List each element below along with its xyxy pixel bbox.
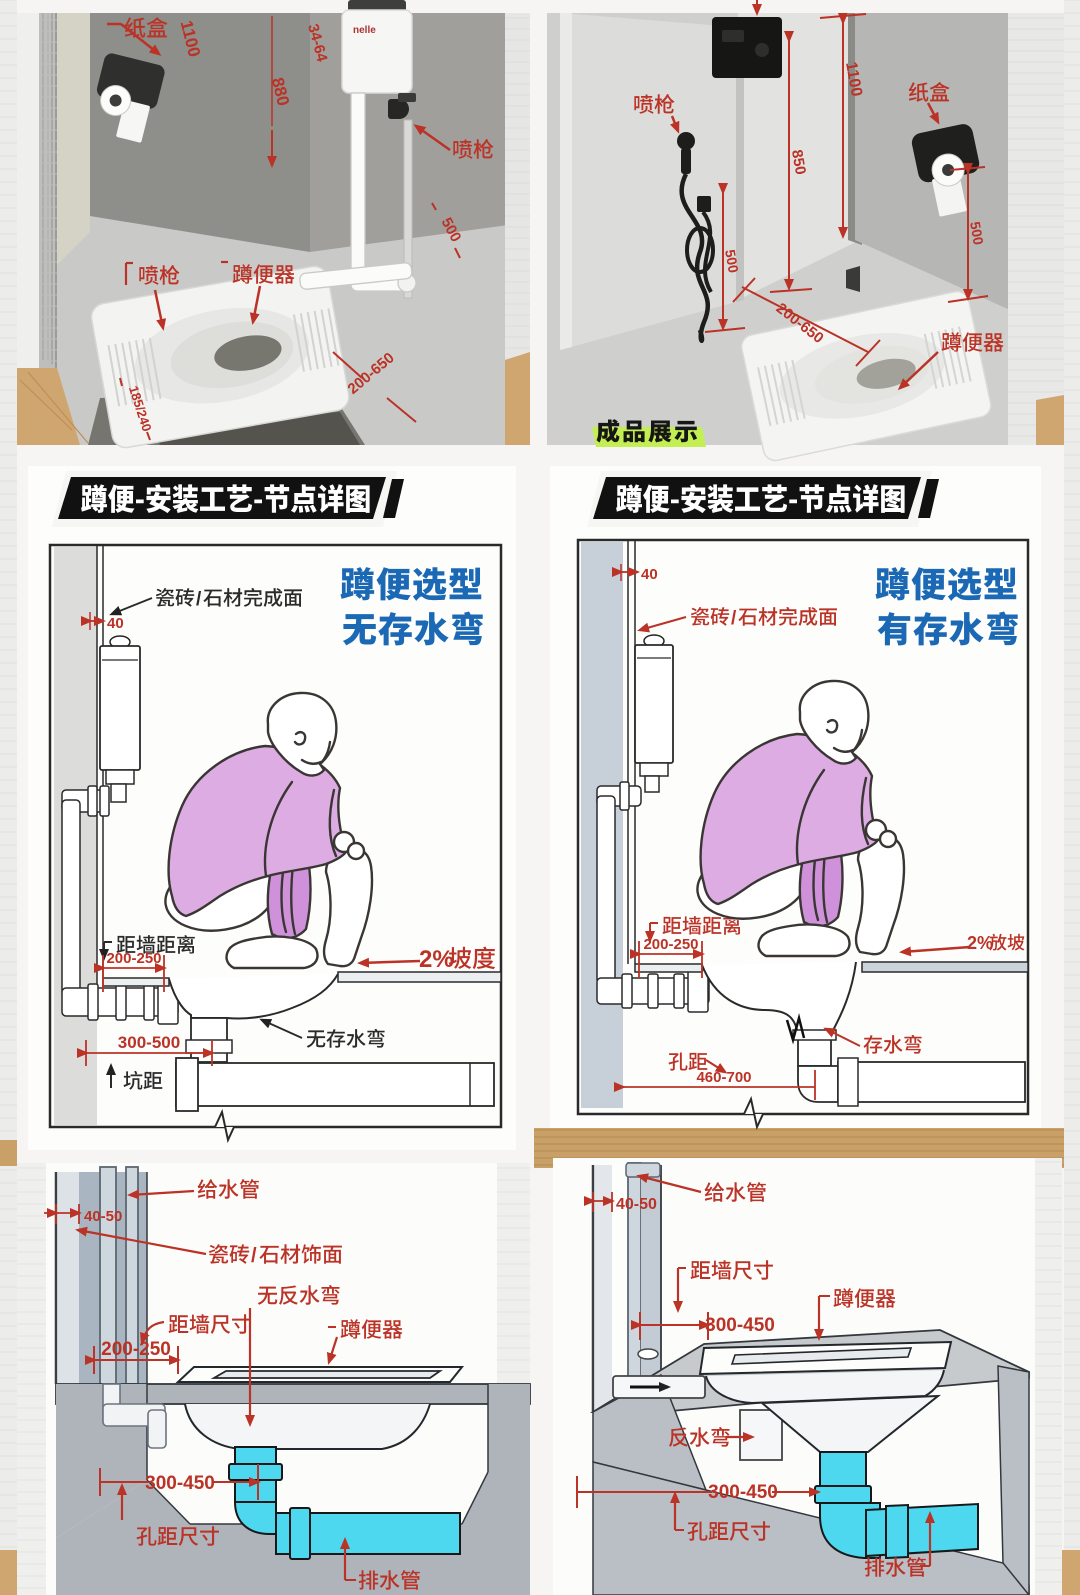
svg-text:40-50: 40-50	[84, 1208, 122, 1225]
svg-text:/: /	[731, 608, 737, 629]
svg-text:300-450: 300-450	[705, 1315, 775, 1336]
svg-text:300-450: 300-450	[708, 1482, 778, 1503]
svg-text:300-450: 300-450	[145, 1473, 215, 1494]
svg-text:200-250: 200-250	[106, 950, 161, 967]
svg-text:2%: 2%	[419, 946, 454, 973]
svg-text:300-500: 300-500	[118, 1033, 180, 1052]
svg-text:40-50: 40-50	[616, 1196, 657, 1213]
svg-text:40: 40	[641, 566, 658, 583]
svg-text:200-250: 200-250	[643, 936, 698, 953]
svg-text:2%: 2%	[967, 933, 993, 953]
svg-text:nelle: nelle	[353, 25, 376, 36]
svg-text:200-250: 200-250	[101, 1339, 171, 1360]
svg-text:/: /	[196, 589, 202, 610]
svg-text:/: /	[251, 1245, 257, 1267]
svg-text:460-700: 460-700	[696, 1069, 751, 1086]
svg-text:40: 40	[107, 615, 124, 632]
